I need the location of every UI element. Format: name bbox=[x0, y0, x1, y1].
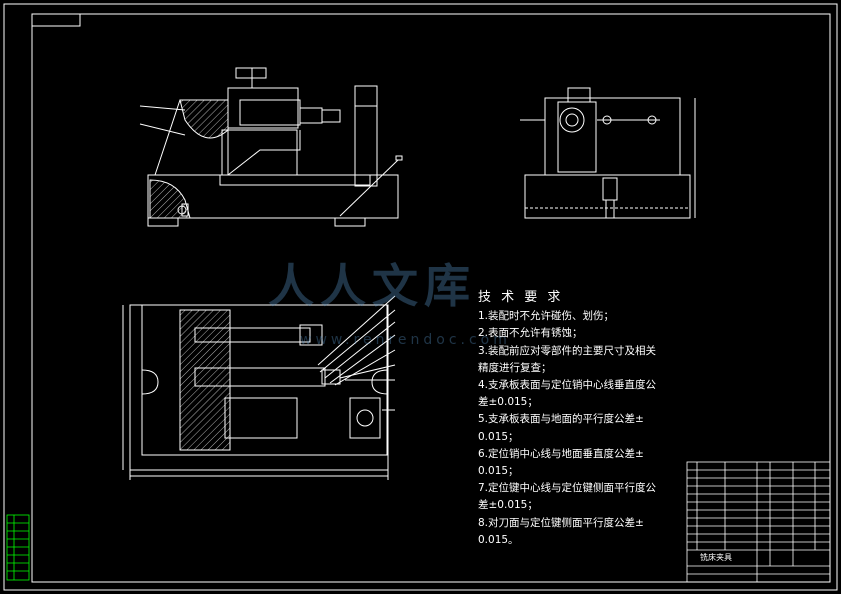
tech-req-line: 6.定位销中心线与地面垂直度公差± bbox=[478, 447, 644, 460]
tech-req-line: 0.015。 bbox=[478, 533, 519, 546]
tech-req-line: 差±0.015； bbox=[478, 499, 538, 512]
sheet-border bbox=[3, 3, 838, 591]
tech-req-title: 技 术 要 求 bbox=[478, 290, 564, 305]
tech-req-line: 0.015； bbox=[478, 430, 519, 443]
tech-req-line: 1.装配时不允许碰伤、划伤； bbox=[478, 310, 615, 323]
frame-border bbox=[31, 13, 831, 583]
tech-req-line: 4.支承板表面与定位销中心线垂直度公 bbox=[478, 379, 657, 392]
tech-req-line: 精度进行复查； bbox=[478, 361, 552, 374]
tech-req-line: 0.015； bbox=[478, 465, 519, 478]
drawing-number-box bbox=[31, 13, 81, 27]
tech-req-line: 7.定位键中心线与定位键侧面平行度公 bbox=[478, 482, 657, 495]
tech-req-line: 差±0.015； bbox=[478, 396, 538, 409]
side-view bbox=[520, 87, 696, 219]
tech-req-line: 5.支承板表面与地面的平行度公差± bbox=[478, 413, 644, 426]
technical-requirements: 技 术 要 求 1.装配时不允许碰伤、划伤； 2.表面不允许有锈蚀； 3.装配前… bbox=[478, 289, 688, 549]
top-view bbox=[122, 295, 396, 480]
tech-req-line: 8.对刀面与定位键侧面平行度公差± bbox=[478, 516, 644, 529]
drawing-name: 铣床夹具 bbox=[700, 553, 732, 562]
tech-req-line: 2.表面不允许有锈蚀； bbox=[478, 327, 583, 340]
title-block bbox=[686, 461, 831, 583]
left-side-table bbox=[6, 514, 30, 581]
tech-req-line: 3.装配前应对零部件的主要尺寸及相关 bbox=[478, 344, 657, 357]
watermark-text: 人人文库 bbox=[268, 259, 476, 313]
watermark-url: www.renrendoc.com bbox=[300, 332, 511, 348]
front-view bbox=[139, 67, 403, 227]
